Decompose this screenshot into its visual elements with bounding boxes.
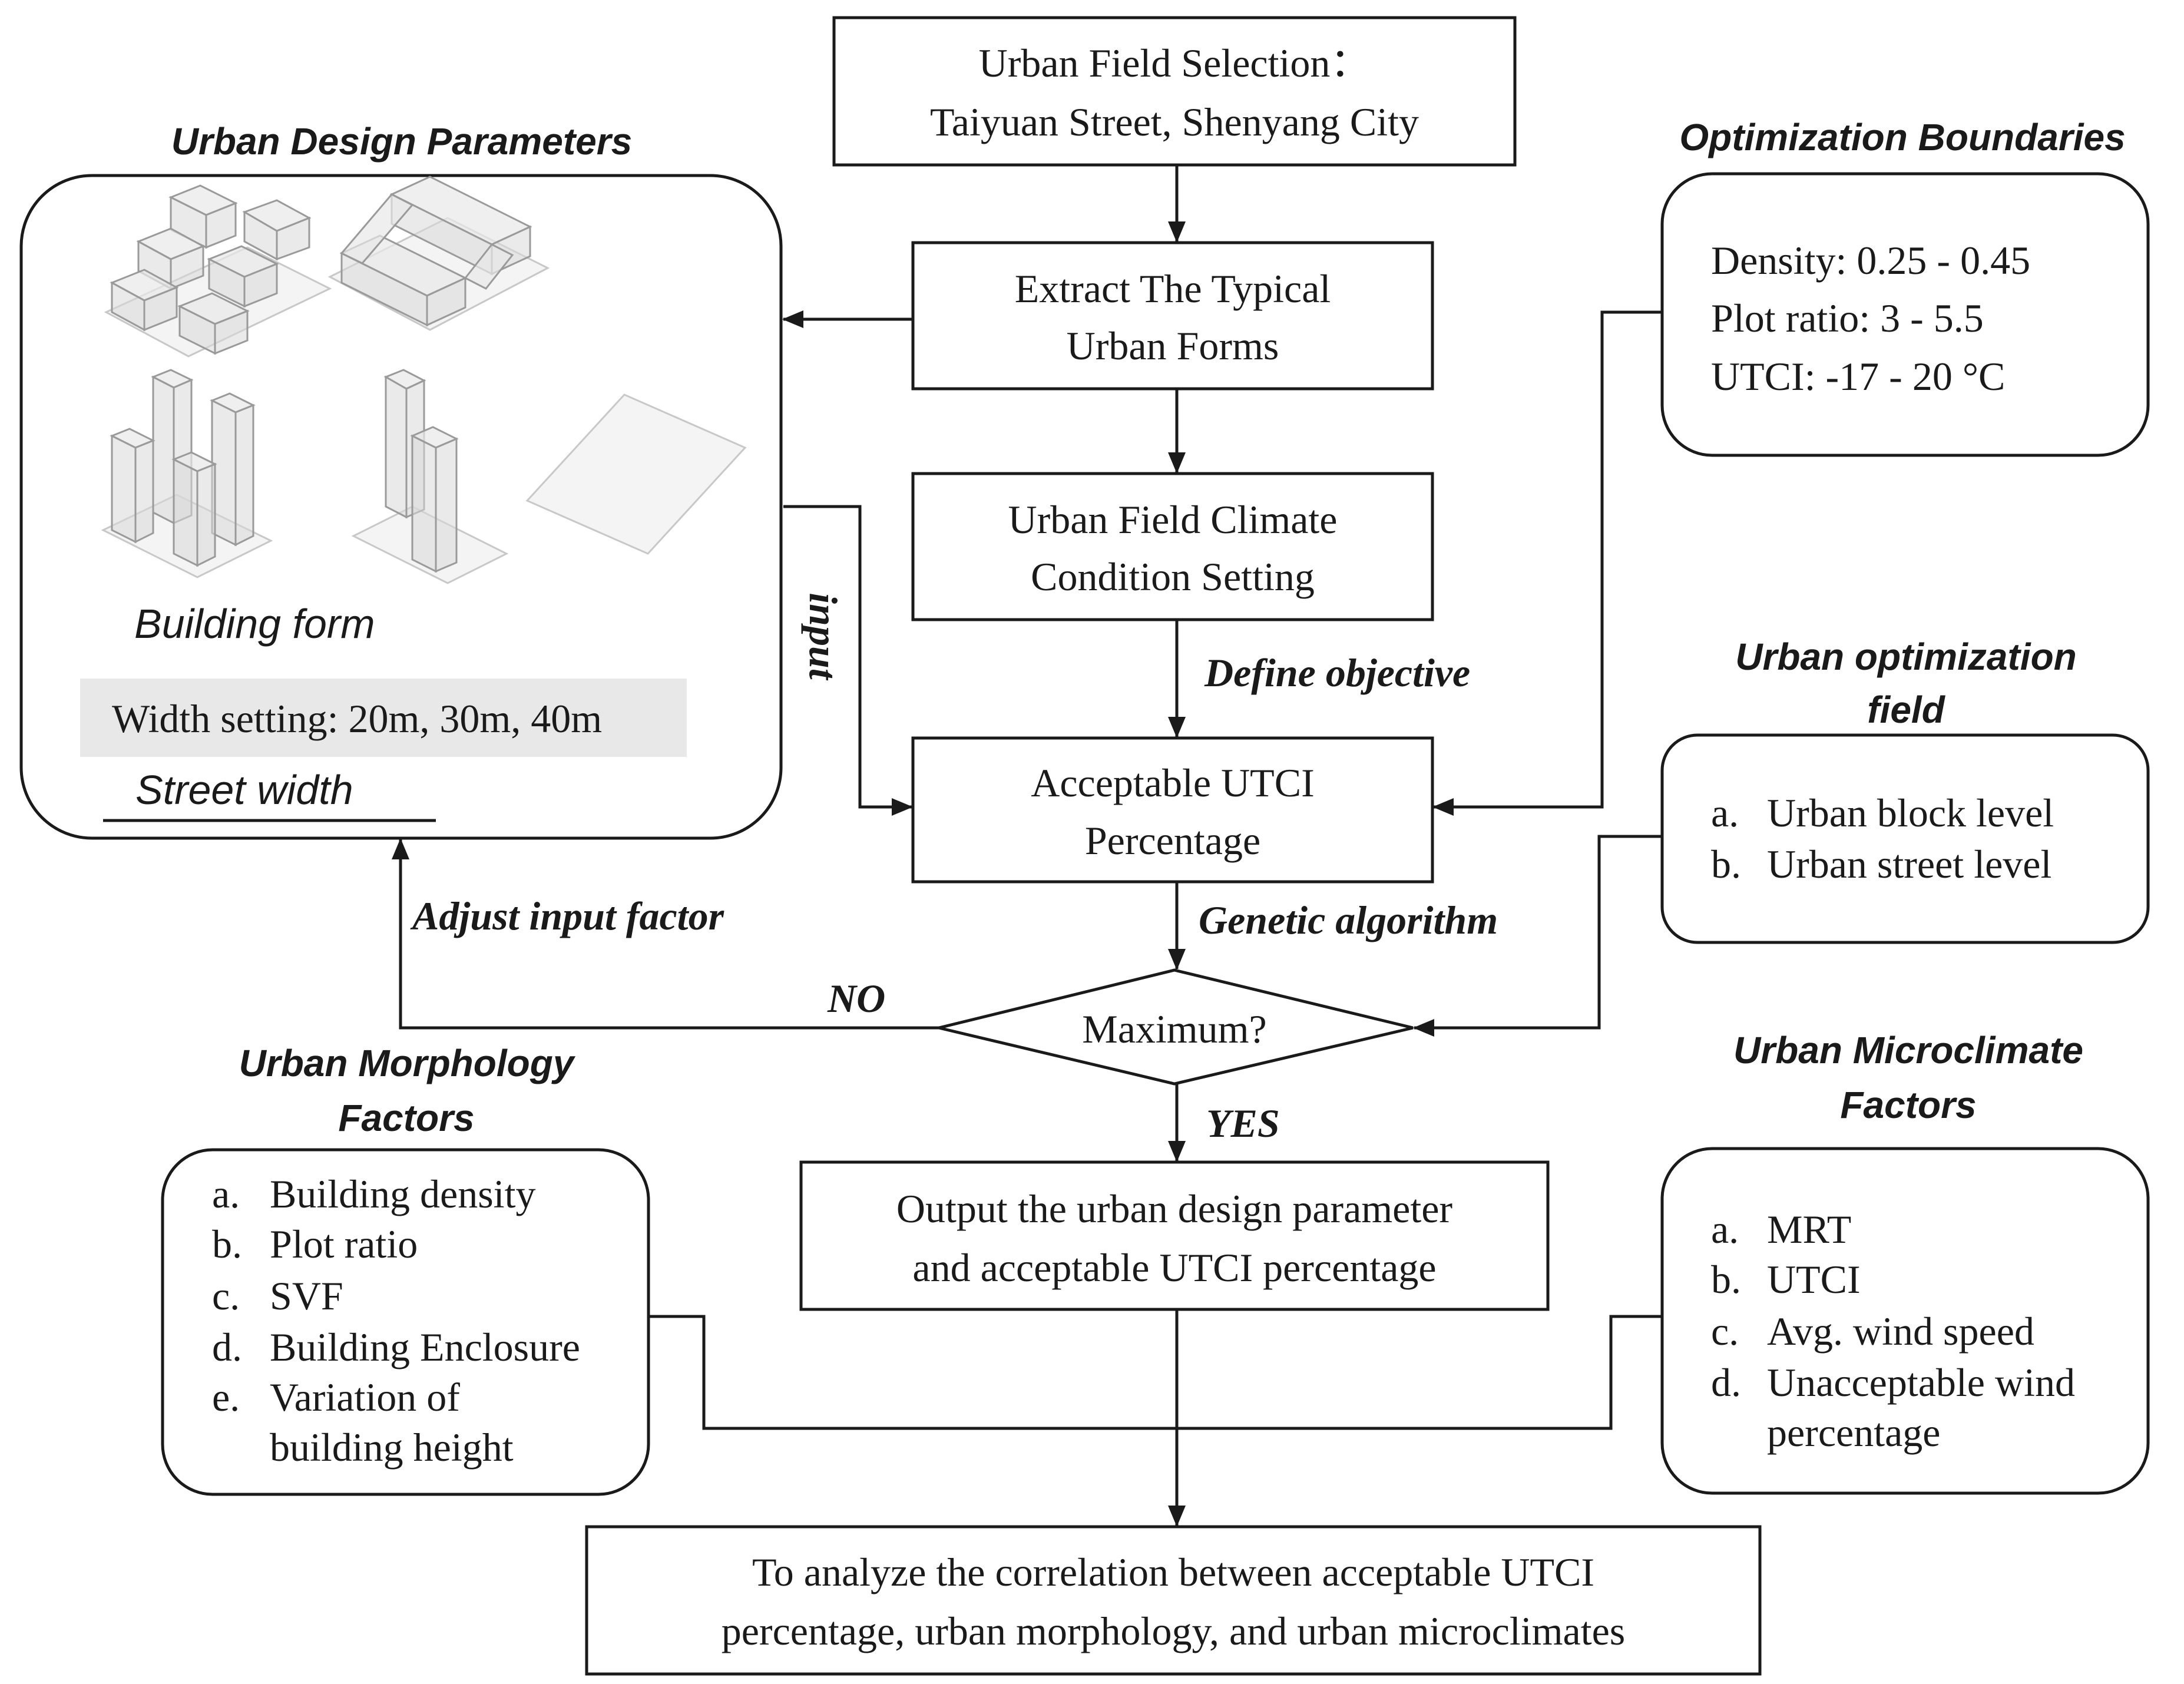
street-width-label: Street width	[135, 767, 353, 813]
arrow-no-adjust-input	[392, 838, 939, 1030]
optimization-field-panel: Urban optimization field a. Urban block …	[1660, 636, 2150, 944]
morphology-item-d-marker: d.	[212, 1325, 242, 1369]
width-setting-panel	[80, 679, 687, 757]
field-selection-box: Urban Field Selection： Taiyuan Street, S…	[832, 16, 1517, 167]
yes-label: YES	[1206, 1101, 1280, 1146]
building-form-label: Building form	[134, 601, 375, 647]
microclimate-title-2: Factors	[1840, 1084, 1976, 1126]
optimization-boundaries-panel: Optimization Boundaries Density: 0.25 - …	[1660, 116, 2150, 457]
climate-setting-box: Urban Field Climate Condition Setting	[911, 472, 1434, 621]
boundary-utci: UTCI: -17 - 20 °C	[1711, 354, 2005, 399]
microclimate-item-d-text-2: percentage	[1767, 1410, 1940, 1455]
field-selection-line-1: Urban Field Selection：	[979, 41, 1371, 85]
morphology-item-c-marker: c.	[212, 1273, 240, 1318]
climate-setting-line-2: Condition Setting	[1031, 554, 1315, 599]
output-line-2: and acceptable UTCI percentage	[912, 1245, 1436, 1290]
extract-forms-line-1: Extract The Typical	[1015, 266, 1331, 311]
morphology-item-a-text: Building density	[270, 1172, 535, 1216]
morphology-item-c-text: SVF	[270, 1273, 343, 1318]
output-line-1: Output the urban design parameter	[896, 1186, 1452, 1231]
optimization-field-title-2: field	[1867, 689, 1945, 731]
microclimate-item-a-marker: a.	[1711, 1207, 1739, 1252]
field-item-b-text: Urban street level	[1767, 842, 2051, 886]
field-item-a-text: Urban block level	[1767, 790, 2054, 835]
output-box: Output the urban design parameter and ac…	[799, 1160, 1550, 1311]
acceptable-utci-box: Acceptable UTCI Percentage	[911, 736, 1434, 884]
acceptable-utci-line-2: Percentage	[1085, 818, 1260, 863]
microclimate-item-d-text-1: Unacceptable wind	[1767, 1360, 2075, 1405]
analyze-line-1: To analyze the correlation between accep…	[752, 1550, 1594, 1594]
field-item-a-marker: a.	[1711, 790, 1739, 835]
field-selection-line-2: Taiyuan Street, Shenyang City	[930, 100, 1419, 144]
arrow-boundaries-to-utci	[1432, 310, 1661, 816]
microclimate-item-b-marker: b.	[1711, 1257, 1741, 1302]
morphology-item-b-text: Plot ratio	[270, 1222, 418, 1266]
microclimate-item-a-text: MRT	[1767, 1207, 1851, 1252]
climate-setting-line-1: Urban Field Climate	[1008, 497, 1337, 542]
width-setting-text: Width setting: 20m, 30m, 40m	[112, 696, 602, 741]
morphology-item-e-marker: e.	[212, 1375, 240, 1420]
define-objective-label: Define objective	[1204, 650, 1470, 695]
microclimate-factors-panel: Urban Microclimate Factors a. MRT b. UTC…	[1660, 1029, 2150, 1495]
analyze-box: To analyze the correlation between accep…	[585, 1525, 1762, 1676]
building-form-illustrations	[101, 176, 747, 584]
extract-forms-line-2: Urban Forms	[1067, 323, 1279, 368]
microclimate-item-d-marker: d.	[1711, 1360, 1741, 1405]
design-parameters-title: Urban Design Parameters	[171, 120, 633, 163]
adjust-input-factor-label: Adjust input factor	[410, 894, 724, 938]
field-item-b-marker: b.	[1711, 842, 1741, 886]
morphology-item-e-text-1: Variation of	[270, 1375, 460, 1420]
maximum-decision: Maximum?	[938, 968, 1414, 1086]
connector-morphology-to-analysis	[648, 1315, 1177, 1430]
morphology-factors-panel: Urban Morphology Factors a. Building den…	[161, 1042, 650, 1496]
morphology-item-a-marker: a.	[212, 1172, 240, 1216]
microclimate-item-c-marker: c.	[1711, 1309, 1739, 1354]
microclimate-title-1: Urban Microclimate	[1733, 1029, 2083, 1071]
genetic-algorithm-label: Genetic algorithm	[1199, 898, 1498, 942]
morphology-title-2: Factors	[338, 1097, 474, 1139]
input-label: input	[801, 593, 846, 681]
optimization-field-title-1: Urban optimization	[1735, 636, 2077, 678]
extract-forms-box: Extract The Typical Urban Forms	[911, 241, 1434, 391]
morphology-item-e-text-2: building height	[270, 1425, 514, 1470]
arrow-input-to-utci	[783, 505, 913, 816]
morphology-title-1: Urban Morphology	[239, 1042, 576, 1084]
boundary-density: Density: 0.25 - 0.45	[1711, 238, 2030, 283]
morphology-item-d-text: Building Enclosure	[270, 1325, 580, 1369]
microclimate-item-b-text: UTCI	[1767, 1257, 1861, 1302]
design-parameters-panel: Urban Design Parameters	[19, 120, 783, 840]
optimization-boundaries-title: Optimization Boundaries	[1679, 116, 2125, 158]
microclimate-item-c-text: Avg. wind speed	[1767, 1309, 2034, 1354]
acceptable-utci-line-1: Acceptable UTCI	[1031, 760, 1314, 805]
analyze-line-2: percentage, urban morphology, and urban …	[722, 1609, 1625, 1653]
morphology-item-b-marker: b.	[212, 1222, 242, 1266]
connector-microclimate-to-analysis	[1177, 1315, 1661, 1430]
arrow-field-to-decision	[1413, 835, 1661, 1037]
maximum-decision-label: Maximum?	[1082, 1007, 1267, 1051]
boundary-plot-ratio: Plot ratio: 3 - 5.5	[1711, 296, 1984, 340]
no-label: NO	[827, 976, 885, 1021]
